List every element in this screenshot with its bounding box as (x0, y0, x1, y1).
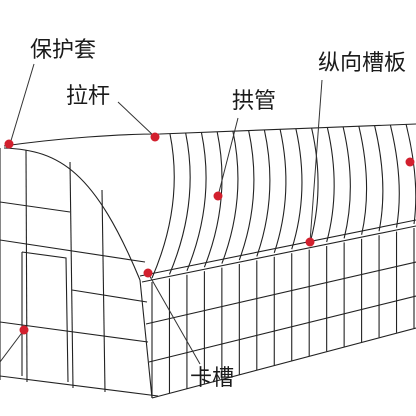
arch-pipe (405, 123, 416, 225)
gable-door (21, 251, 69, 383)
markers (4, 132, 415, 335)
side-eave-lower (141, 225, 416, 283)
greenhouse-frame (0, 123, 416, 399)
arch-pipes (151, 123, 416, 279)
gable-rail (0, 201, 71, 213)
leader-longitudinal-channel (309, 79, 323, 243)
gable-rail (0, 321, 149, 343)
label-protective-sleeve: 保护套 (30, 38, 97, 63)
arch-pipe (256, 129, 271, 257)
leader-clip-channel (147, 272, 201, 365)
marker-longitudinal-channel (305, 237, 315, 247)
gable-post (25, 149, 28, 383)
gable-bottom-edge (0, 375, 159, 397)
label-clip-channel: 卡槽 (190, 366, 235, 391)
arch-pipe (358, 125, 368, 235)
side-eave (139, 219, 416, 277)
arch-pipe (168, 133, 191, 275)
side-rail (145, 261, 416, 325)
marker-protective-sleeve (4, 139, 14, 149)
gable-post (101, 189, 106, 393)
arch-pipe (203, 131, 223, 268)
arch-pipe (342, 126, 351, 239)
label-arch-pipe: 拱管 (232, 89, 277, 114)
marker-gable-wall (19, 325, 29, 335)
arch-pipe (186, 132, 207, 272)
roof-ridge (3, 123, 416, 147)
gable-rail (0, 239, 146, 263)
marker-clip-channel (143, 268, 153, 278)
gable-rail (71, 289, 148, 303)
arch-pipe (238, 130, 255, 261)
side-base (151, 327, 416, 399)
arch-pipe (221, 131, 239, 264)
label-tie-rod: 拉杆 (66, 84, 111, 109)
leader-protective-sleeve (9, 63, 35, 145)
gable-end-arch (3, 147, 141, 281)
leader-left-edge (0, 329, 25, 363)
side-posts (151, 228, 415, 398)
arch-pipe (291, 128, 303, 250)
leader-tie-rod (117, 101, 156, 138)
gable-post (69, 161, 74, 389)
marker-tie-rod (150, 132, 160, 142)
leader-arch-pipe (217, 117, 239, 197)
leader-lines (0, 63, 323, 365)
arch-pipe (389, 124, 400, 228)
arch-pipe (308, 127, 319, 246)
arch-pipe (373, 125, 384, 232)
gable-corner-post (139, 279, 153, 399)
arch-pipe (326, 127, 335, 243)
side-rail (148, 295, 416, 363)
arch-pipe (273, 129, 287, 253)
label-longitudinal-channel: 纵向槽板 (318, 51, 407, 76)
marker-arch-pipe (213, 191, 223, 201)
marker-right-edge (405, 157, 415, 167)
arch-pipe (151, 133, 175, 279)
